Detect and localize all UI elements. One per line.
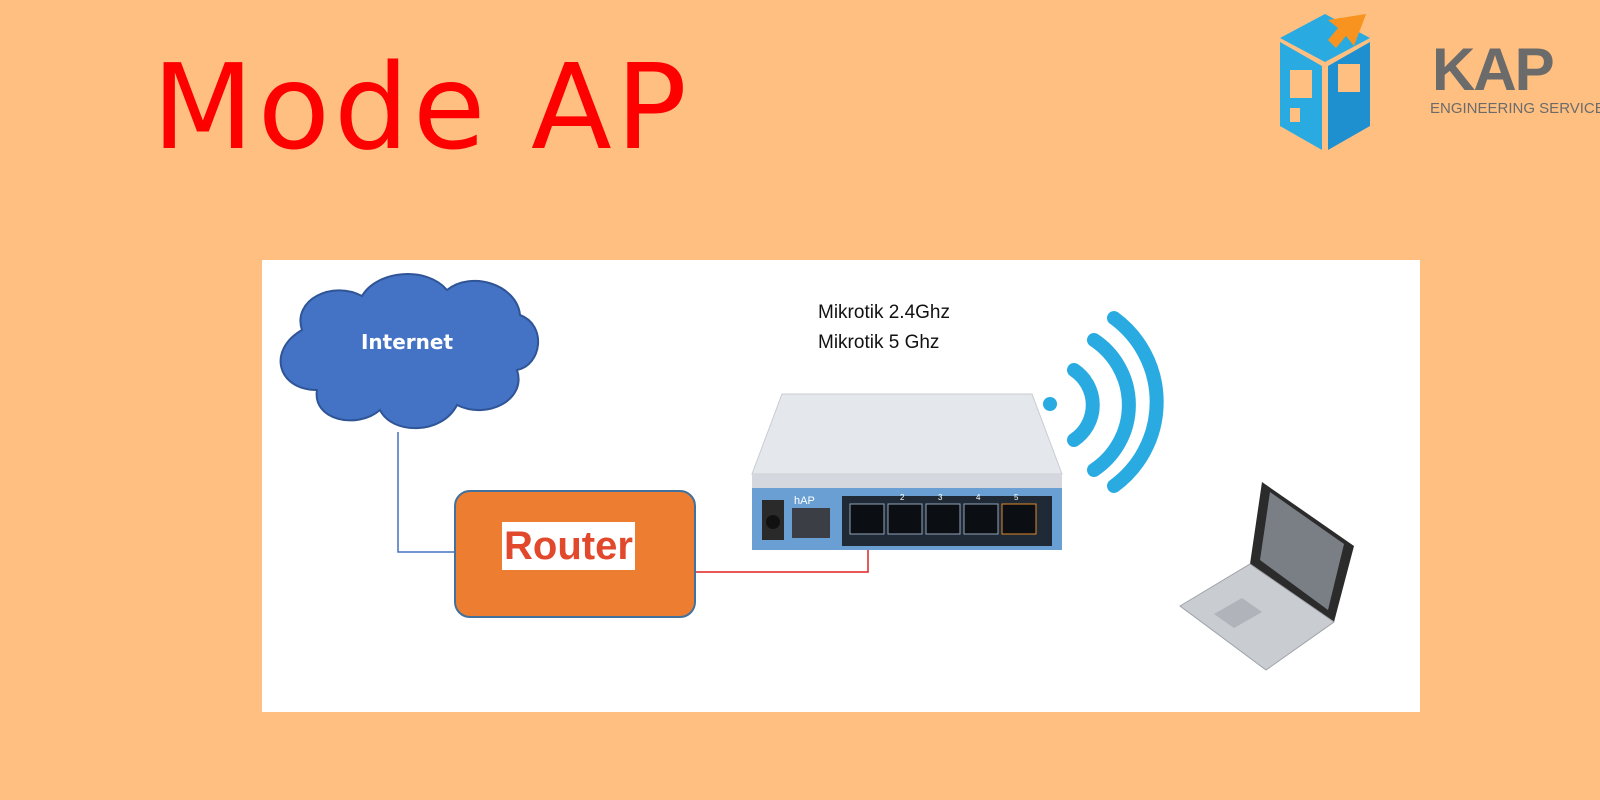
port-number: 4	[976, 493, 981, 502]
laptop-icon	[1179, 482, 1354, 671]
ap-label-5ghz: Mikrotik 5 Ghz	[818, 332, 940, 353]
port-number: 3	[938, 493, 943, 502]
logo-name: KAP	[1432, 36, 1555, 103]
router-box: Router	[454, 490, 696, 618]
wifi-signal-icon	[1043, 311, 1164, 493]
device-model-label: hAP	[794, 495, 815, 507]
company-logo: KAP ENGINEERING SERVICES	[1270, 0, 1600, 160]
internet-cloud-icon	[279, 273, 539, 430]
router-label: Router	[502, 522, 635, 570]
port-number: 5	[1014, 493, 1019, 502]
mikrotik-hap-device-icon: hAP 2 3 4 5	[751, 393, 1063, 550]
kap-box-logo-icon	[1280, 14, 1370, 150]
logo-tagline: ENGINEERING SERVICES	[1430, 100, 1600, 117]
cloud-router-link	[397, 432, 454, 553]
network-diagram: hAP 2 3 4 5 Internet Router Mikrotik 2.4…	[262, 260, 1420, 712]
page-title: Mode AP	[152, 38, 691, 176]
ap-label-2-4ghz: Mikrotik 2.4Ghz	[818, 302, 950, 323]
port-number: 2	[900, 493, 905, 502]
internet-label: Internet	[360, 330, 454, 354]
